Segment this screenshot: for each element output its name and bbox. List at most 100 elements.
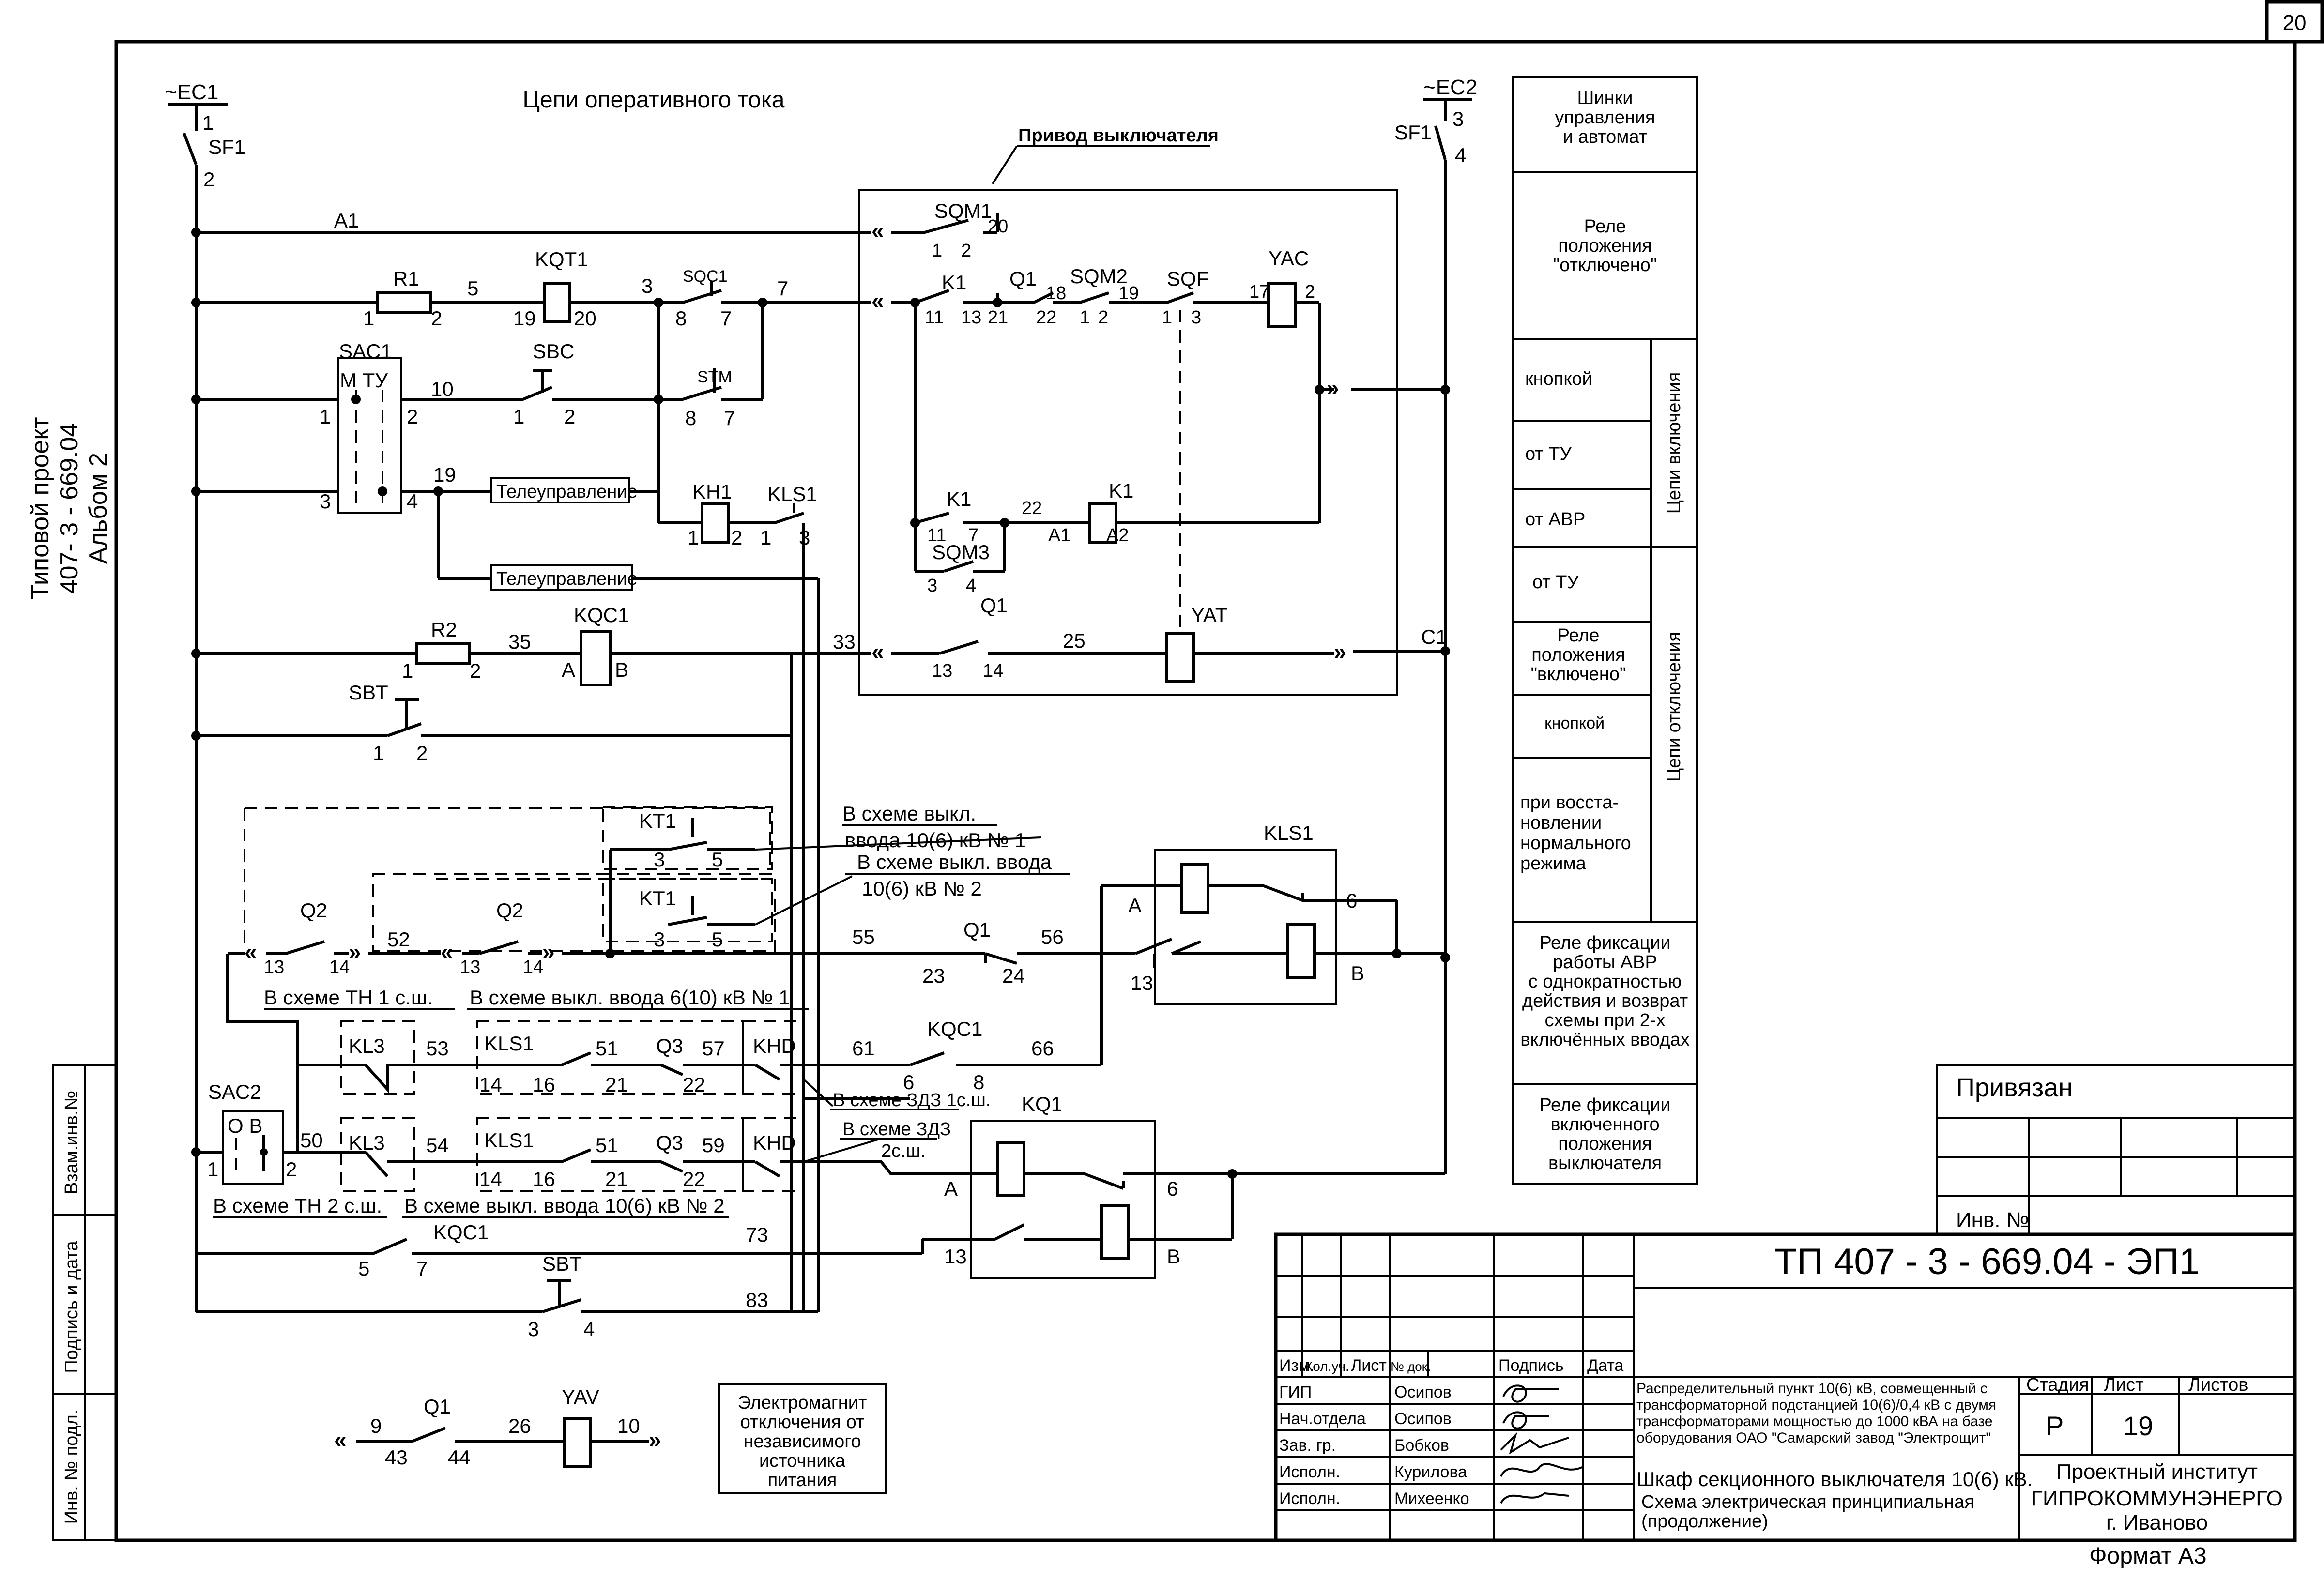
svg-text:Подпись и дата: Подпись и дата (61, 1240, 82, 1373)
svg-text:50: 50 (300, 1129, 323, 1152)
svg-text:«: « (334, 1427, 347, 1452)
svg-text:13: 13 (1131, 972, 1153, 994)
kls1-label-4: KLS1 (484, 1129, 534, 1152)
kt1-label-1: KT1 (639, 809, 676, 832)
svg-text:59: 59 (702, 1134, 725, 1156)
svg-text:3: 3 (1191, 307, 1201, 328)
stm-label: STM (697, 368, 732, 386)
svg-text:51: 51 (596, 1134, 618, 1156)
bus-ec2: ~ЕС2 (1423, 76, 1477, 99)
svg-text:35: 35 (508, 630, 531, 653)
svg-text:Q3: Q3 (656, 1034, 683, 1057)
svg-text:4: 4 (583, 1318, 595, 1340)
svg-text:A2: A2 (1106, 525, 1129, 546)
kls1-label: KLS1 (767, 483, 817, 505)
sqm2-label: SQM2 (1070, 265, 1128, 288)
title-block: Привязан Инв. № ТП 407 - 3 - 669.04 - ЭП… (1274, 1064, 2297, 1542)
svg-text:51: 51 (596, 1037, 618, 1060)
svg-text:22: 22 (1022, 498, 1042, 518)
svg-text:1: 1 (688, 526, 699, 549)
yat-label: YAT (1191, 604, 1227, 626)
function-table: Шинки управления и автомат Реле положени… (1512, 76, 1698, 1185)
signature-4 (1500, 1463, 1584, 1477)
svg-text:1: 1 (202, 111, 214, 134)
note-zdz2-a: В схеме ЗДЗ (842, 1119, 951, 1140)
svg-text:от ТУ: от ТУ (1525, 444, 1572, 464)
svg-text:от ТУ: от ТУ (1532, 572, 1579, 593)
svg-text:K1: K1 (942, 271, 966, 294)
bus-ec1: ~ЕС1 (165, 80, 218, 104)
q2-label-2: Q2 (496, 899, 523, 922)
note-input1: В схеме выкл. ввода 6(10) кВ № 1 (470, 986, 790, 1009)
svg-text:19: 19 (433, 463, 456, 486)
svg-text:Шинки: Шинки (1577, 88, 1633, 108)
svg-text:1: 1 (320, 405, 331, 428)
kqc1-label-3: KQC1 (433, 1221, 489, 1244)
svg-text:56: 56 (1041, 926, 1064, 948)
telecontrol-1: Телеуправление (496, 482, 638, 502)
svg-text:Типовой проект: Типовой проект (26, 417, 54, 599)
svg-text:3: 3 (320, 490, 331, 513)
svg-text:положения: положения (1531, 645, 1625, 665)
sac1-label: SAC1 (339, 340, 392, 363)
svg-text:73: 73 (746, 1223, 768, 1246)
svg-text:Взам.инв.№: Взам.инв.№ (61, 1091, 82, 1194)
svg-text:"включено": "включено" (1530, 664, 1626, 684)
svg-text:»: » (649, 1427, 661, 1452)
svg-text:положения: положения (1558, 236, 1652, 256)
q2-label-1: Q2 (300, 899, 327, 922)
kl3-label-1: KL3 (349, 1034, 385, 1057)
svg-text:14: 14 (479, 1073, 502, 1096)
svg-text:1: 1 (760, 526, 771, 549)
stage-value: Р (2046, 1411, 2064, 1441)
svg-text:»: » (1327, 375, 1339, 400)
svg-text:13: 13 (264, 957, 284, 977)
svg-text:Реле фиксации: Реле фиксации (1539, 1095, 1670, 1115)
svg-text:Распределительный пункт 10(6): Распределительный пункт 10(6) кВ, совмещ… (1636, 1381, 1988, 1397)
svg-text:при восста-: при восста- (1520, 792, 1619, 813)
svg-text:6: 6 (1346, 889, 1357, 912)
svg-text:13: 13 (460, 957, 480, 977)
sbt-label-2: SBT (542, 1252, 582, 1275)
svg-text:66: 66 (1031, 1037, 1054, 1060)
svg-text:Альбом 2: Альбом 2 (84, 453, 112, 564)
svg-text:включённых вводах: включённых вводах (1520, 1030, 1689, 1050)
svg-text:1: 1 (373, 742, 384, 764)
svg-text:Курилова: Курилова (1394, 1463, 1467, 1481)
signature-1 (1502, 1384, 1559, 1403)
format-label: Формат А3 (2089, 1543, 2207, 1569)
svg-text:43: 43 (385, 1446, 408, 1469)
svg-text:6: 6 (903, 1071, 914, 1094)
kqc1-label: KQC1 (574, 604, 629, 626)
svg-text:2: 2 (431, 307, 442, 330)
yac-label: YAC (1269, 247, 1309, 270)
svg-text:10: 10 (617, 1414, 640, 1437)
kt1-label-2: KT1 (639, 887, 676, 910)
svg-text:A: A (562, 658, 575, 681)
svg-text:4: 4 (966, 576, 976, 596)
svg-text:17: 17 (1249, 282, 1269, 302)
svg-text:3: 3 (654, 848, 665, 871)
sqm3-label: SQM3 (932, 541, 990, 563)
svg-text:54: 54 (426, 1134, 449, 1156)
svg-text:М ТУ: М ТУ (340, 369, 388, 392)
note-section1-a: В схеме выкл. (842, 802, 976, 825)
sheet-frame (114, 40, 2297, 1542)
sqc1-label: SQC1 (683, 267, 728, 286)
svg-text:2: 2 (470, 659, 481, 682)
svg-text:10: 10 (431, 378, 454, 400)
svg-text:13: 13 (944, 1245, 967, 1268)
linked-label: Привязан (1956, 1073, 2073, 1102)
svg-text:Цепи отключения: Цепи отключения (1664, 632, 1684, 782)
svg-text:B: B (1351, 962, 1364, 985)
svg-text:Бобков: Бобков (1394, 1436, 1449, 1455)
svg-text:16: 16 (533, 1168, 555, 1190)
svg-text:19: 19 (1118, 283, 1139, 304)
svg-text:г. Иваново: г. Иваново (2106, 1511, 2208, 1535)
svg-text:Кол.уч.: Кол.уч. (1305, 1359, 1349, 1374)
svg-text:«: « (441, 939, 453, 964)
note-section2-b: 10(6) кВ № 2 (862, 877, 982, 900)
svg-text:Реле: Реле (1558, 625, 1600, 646)
svg-text:кнопкой: кнопкой (1525, 369, 1592, 389)
svg-text:Изм.: Изм. (1279, 1356, 1315, 1375)
